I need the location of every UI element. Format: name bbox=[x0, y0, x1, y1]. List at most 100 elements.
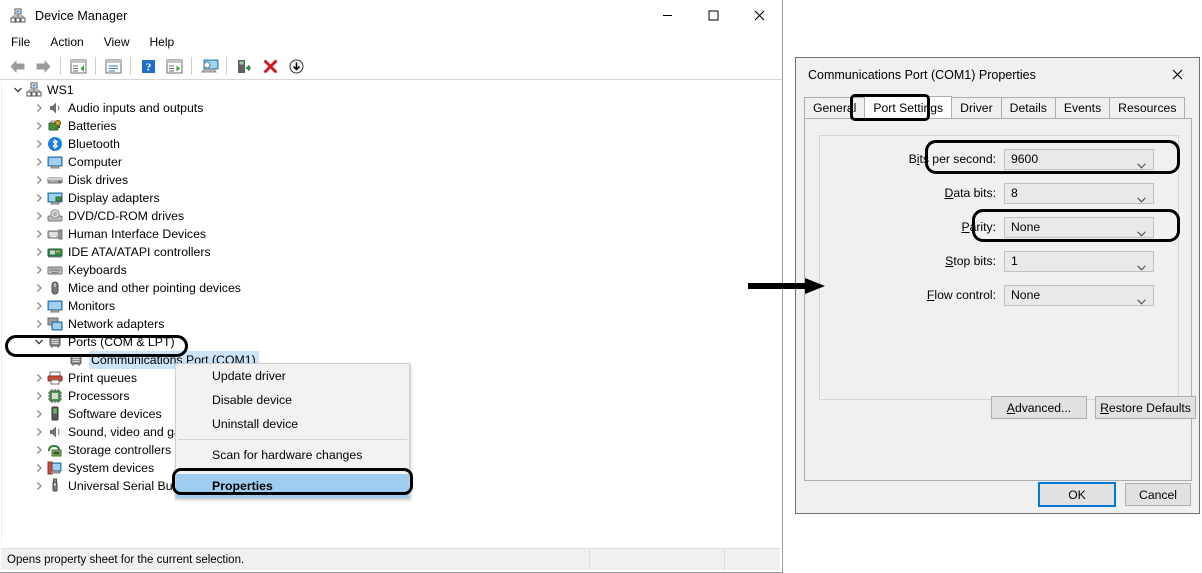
tree-item-software-devices[interactable]: Software devices bbox=[2, 405, 781, 423]
scan-for-hardware-changes-icon[interactable] bbox=[197, 55, 221, 78]
tree-item-bluetooth[interactable]: Bluetooth bbox=[2, 135, 781, 153]
combobox-data-bits[interactable]: 8 bbox=[1004, 182, 1154, 204]
tree-item-disk-drives[interactable]: Disk drives bbox=[2, 171, 781, 189]
chevron-right-icon[interactable] bbox=[31, 298, 47, 314]
tab-driver[interactable]: Driver bbox=[951, 97, 1002, 118]
menu-help[interactable]: Help bbox=[149, 35, 175, 49]
ok-button[interactable]: OK bbox=[1038, 482, 1116, 507]
svg-text:?: ? bbox=[145, 61, 151, 73]
context-menu-item-uninstall-device[interactable]: Uninstall device bbox=[212, 417, 299, 431]
combobox-flow-control[interactable]: None bbox=[1004, 284, 1154, 306]
cancel-button[interactable]: Cancel bbox=[1125, 483, 1191, 506]
black-arrow-annotation bbox=[748, 276, 826, 301]
menu-view[interactable]: View bbox=[103, 35, 130, 49]
label-bits-per-second: Bits per second: bbox=[908, 152, 996, 166]
chevron-right-icon[interactable] bbox=[31, 316, 47, 332]
chevron-down-icon[interactable] bbox=[1137, 224, 1146, 237]
chevron-right-icon[interactable] bbox=[31, 172, 47, 188]
chevron-right-icon[interactable] bbox=[31, 154, 47, 170]
chevron-right-icon[interactable] bbox=[31, 136, 47, 152]
combobox-value: None bbox=[1011, 220, 1041, 234]
chevron-down-icon[interactable] bbox=[10, 82, 26, 98]
tree-item-network-adapters[interactable]: Network adapters bbox=[2, 315, 781, 333]
chevron-right-icon[interactable] bbox=[31, 118, 47, 134]
label-stop-bits: Stop bits: bbox=[945, 254, 996, 268]
chevron-right-icon[interactable] bbox=[31, 262, 47, 278]
chevron-right-icon[interactable] bbox=[31, 370, 47, 386]
chevron-right-icon[interactable] bbox=[31, 460, 47, 476]
advanced-button[interactable]: Advanced... bbox=[991, 396, 1087, 419]
dialog-titlebar: Communications Port (COM1) Properties bbox=[796, 58, 1199, 92]
forward-icon[interactable] bbox=[31, 55, 55, 78]
help-icon[interactable]: ? bbox=[136, 55, 160, 78]
tree-item-computer[interactable]: Computer bbox=[2, 153, 781, 171]
context-menu-item-disable-device[interactable]: Disable device bbox=[212, 393, 292, 407]
tree-item-keyboards[interactable]: Keyboards bbox=[2, 261, 781, 279]
context-menu-item-update-driver[interactable]: Update driver bbox=[212, 369, 286, 383]
chevron-right-icon[interactable] bbox=[31, 442, 47, 458]
chevron-right-icon[interactable] bbox=[31, 280, 47, 296]
hid-icon bbox=[47, 226, 63, 242]
tree-item-print-queues[interactable]: Print queues bbox=[2, 369, 781, 387]
chevron-right-icon[interactable] bbox=[31, 208, 47, 224]
tree-item-dvd-cd-rom-drives[interactable]: DVD/CD-ROM drives bbox=[2, 207, 781, 225]
dialog-close-icon[interactable] bbox=[1155, 58, 1199, 91]
tree-item-batteries[interactable]: Batteries bbox=[2, 117, 781, 135]
tree-item-display-adapters[interactable]: Display adapters bbox=[2, 189, 781, 207]
chevron-down-icon[interactable] bbox=[1137, 190, 1146, 203]
tab-resources[interactable]: Resources bbox=[1109, 97, 1186, 118]
uninstall-device-icon[interactable] bbox=[258, 55, 282, 78]
tab-details[interactable]: Details bbox=[1000, 97, 1056, 118]
tree-item-human-interface-devices[interactable]: Human Interface Devices bbox=[2, 225, 781, 243]
tree-item-system-devices[interactable]: System devices bbox=[2, 459, 781, 477]
chevron-down-icon[interactable] bbox=[1137, 258, 1146, 271]
tab-events[interactable]: Events bbox=[1054, 97, 1111, 118]
combobox-parity[interactable]: None bbox=[1004, 216, 1154, 238]
context-menu-item-scan-for-hardware-changes[interactable]: Scan for hardware changes bbox=[212, 448, 363, 462]
tree-item-mice-and-other-pointing-devices[interactable]: Mice and other pointing devices bbox=[2, 279, 781, 297]
tree-item-ports-com-lpt[interactable]: Ports (COM & LPT) bbox=[2, 333, 781, 351]
network-icon bbox=[47, 316, 63, 332]
properties-list-icon[interactable] bbox=[66, 55, 90, 78]
tree-item-ws1[interactable]: WS1 bbox=[2, 81, 781, 99]
tree-item-label: Mice and other pointing devices bbox=[68, 281, 241, 295]
combobox-stop-bits[interactable]: 1 bbox=[1004, 250, 1154, 272]
show-hidden-devices-icon[interactable] bbox=[101, 55, 125, 78]
device-properties-icon[interactable] bbox=[162, 55, 186, 78]
tree-item-processors[interactable]: Processors bbox=[2, 387, 781, 405]
back-icon[interactable] bbox=[5, 55, 29, 78]
chevron-right-icon[interactable] bbox=[31, 226, 47, 242]
chevron-down-icon[interactable] bbox=[1137, 292, 1146, 305]
chevron-right-icon[interactable] bbox=[31, 100, 47, 116]
chevron-right-icon[interactable] bbox=[31, 190, 47, 206]
menu-action[interactable]: Action bbox=[50, 35, 84, 49]
tab-general[interactable]: General bbox=[804, 97, 866, 118]
chevron-down-icon[interactable] bbox=[1137, 156, 1146, 169]
combobox-bits-per-second[interactable]: 9600 bbox=[1004, 148, 1154, 170]
chevron-right-icon[interactable] bbox=[31, 424, 47, 440]
tree-item-ide-ata-atapi-controllers[interactable]: IDE ATA/ATAPI controllers bbox=[2, 243, 781, 261]
chevron-right-icon[interactable] bbox=[31, 244, 47, 260]
context-menu-item-properties[interactable]: Properties bbox=[176, 474, 409, 498]
tab-port-settings[interactable]: Port Settings bbox=[864, 96, 953, 118]
restore-defaults-button[interactable]: Restore Defaults bbox=[1095, 396, 1196, 419]
menu-file[interactable]: File bbox=[11, 35, 31, 49]
chevron-right-icon[interactable] bbox=[31, 406, 47, 422]
tree-item-label: Storage controllers bbox=[68, 443, 172, 457]
close-button[interactable] bbox=[736, 0, 782, 30]
chevron-right-icon[interactable] bbox=[31, 478, 47, 494]
maximize-button[interactable] bbox=[690, 0, 736, 30]
tree-item-storage-controllers[interactable]: Storage controllers bbox=[2, 441, 781, 459]
software-device-icon bbox=[47, 406, 63, 422]
minimize-button[interactable] bbox=[644, 0, 690, 30]
update-driver-icon[interactable] bbox=[232, 55, 256, 78]
tree-item-audio-inputs-and-outputs[interactable]: Audio inputs and outputs bbox=[2, 99, 781, 117]
chevron-down-icon[interactable] bbox=[31, 334, 47, 350]
chevron-right-icon[interactable] bbox=[31, 388, 47, 404]
tree-item-label: Keyboards bbox=[68, 263, 127, 277]
disable-device-icon[interactable] bbox=[284, 55, 308, 78]
storage-icon bbox=[47, 442, 63, 458]
tree-item-monitors[interactable]: Monitors bbox=[2, 297, 781, 315]
